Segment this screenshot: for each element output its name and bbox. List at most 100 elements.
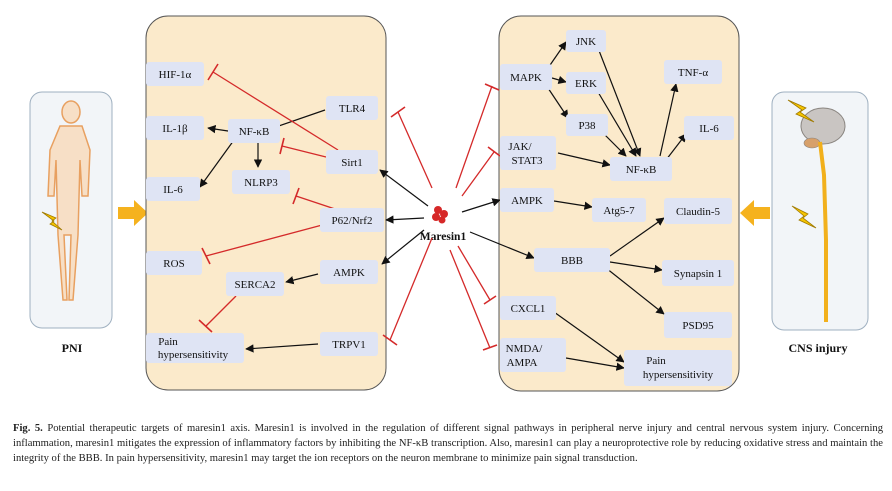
node-trpv1: [320, 332, 378, 356]
node-tlr4: [326, 96, 378, 120]
node-erk: [566, 72, 606, 94]
node-jak: [500, 136, 556, 170]
node-pain-right-label1: Pain: [646, 355, 666, 367]
node-tlr4-label: TLR4: [339, 103, 366, 115]
cns-label: CNS injury: [788, 341, 847, 355]
node-il6-left: [146, 177, 200, 201]
lightning-icon: [787, 99, 815, 123]
edge-erk-nfkb: [597, 91, 637, 157]
node-claudin: [664, 198, 732, 224]
brain-spine-icon: [800, 107, 846, 322]
edge-sirt1-hif: [212, 71, 339, 151]
node-psd95: [664, 312, 732, 338]
node-atg: [592, 198, 646, 222]
edge-mapk-p38: [547, 87, 569, 119]
edge-maresin-nmda: [449, 249, 491, 349]
node-il1b-label: IL-1β: [162, 123, 188, 135]
node-jak-label1: JAK/: [508, 141, 532, 153]
node-nfkb-left: [228, 119, 280, 143]
node-erk-label: ERK: [575, 78, 597, 90]
edge-maresin-jak: [461, 151, 495, 197]
node-psd95-label: PSD95: [682, 320, 714, 332]
node-pain-right: [624, 350, 732, 386]
right-nodes: JNK MAPK ERK TNF-α P38 IL-6 JAK/ STAT3 N…: [500, 30, 734, 386]
node-il6-right: [684, 116, 734, 140]
pni-arrow: [118, 200, 148, 226]
node-bbb-label: BBB: [561, 255, 583, 267]
node-jak-label2: STAT3: [512, 155, 543, 167]
node-il1b: [146, 116, 204, 140]
edge-mapk-jnk: [547, 41, 567, 69]
cns-box: [771, 91, 869, 331]
edge-mapk-erk: [551, 75, 567, 84]
edge-maresin-tlr4: [397, 111, 433, 189]
node-nlrp3-label: NLRP3: [244, 177, 278, 189]
human-body-icon: [47, 100, 91, 301]
node-tnfa-label: TNF-α: [678, 67, 708, 79]
edge-nmda-pain: [565, 357, 625, 371]
maresin1-pathway-diagram: PNI CNS injury Maresin1: [29, 15, 869, 392]
node-ampk-right-label: AMPK: [511, 195, 543, 207]
node-hif: [146, 62, 204, 86]
node-nmda-label2: AMPA: [507, 357, 538, 369]
left-nodes: HIF-1α IL-1β NF-κB TLR4 Sirt1 IL-6 NLRP3…: [146, 62, 384, 363]
node-ros-label: ROS: [163, 258, 184, 270]
node-nmda: [500, 338, 566, 372]
edge-maresin-p62: [385, 215, 425, 224]
node-serca2: [226, 272, 284, 296]
node-p38: [566, 114, 608, 136]
edge-maresin-sirt1: [379, 169, 429, 207]
edge-p62-ros: [205, 223, 327, 257]
edge-maresin-ampk-right: [461, 198, 501, 213]
node-nmda-label1: NMDA/: [506, 343, 544, 355]
node-pain-left: [146, 333, 244, 363]
edge-p62-nlrp3: [295, 195, 339, 211]
edge-maresin-cxcl1: [457, 245, 491, 301]
edge-maresin-ampk-left: [381, 229, 425, 265]
node-pain-right-label2: hypersensitivity: [643, 369, 714, 381]
node-nfkb-right-label: NF-κB: [626, 164, 657, 176]
node-nlrp3: [232, 170, 290, 194]
node-mapk: [500, 64, 552, 90]
edge-ampk-serca2: [285, 273, 319, 285]
cns-arrow: [740, 200, 770, 226]
node-il6-left-label: IL-6: [163, 184, 183, 196]
node-hif-label: HIF-1α: [159, 69, 192, 81]
edge-nfkb-tnfa: [659, 83, 679, 157]
edge-maresin-trpv1: [389, 237, 433, 341]
caption-label: Fig. 5.: [13, 423, 43, 434]
node-pain-left-label1: Pain: [158, 336, 178, 348]
node-p62: [320, 208, 384, 232]
node-ampk-left: [320, 260, 378, 284]
node-jnk: [566, 30, 606, 52]
node-mapk-label: MAPK: [510, 72, 542, 84]
node-cxcl1: [500, 296, 556, 320]
node-atg-label: Atg5-7: [603, 205, 635, 217]
edge-cxcl1-pain: [553, 311, 625, 363]
edge-nfkb-il6: [199, 139, 235, 188]
maresin1-molecule-icon: [432, 206, 448, 224]
node-tnfa: [664, 60, 722, 84]
edge-bbb-synapsin: [609, 261, 663, 274]
node-nfkb-right: [610, 157, 672, 181]
maresin1-label: Maresin1: [420, 231, 467, 243]
pni-label: PNI: [62, 341, 83, 355]
edge-jak-nfkb: [557, 152, 611, 168]
node-sirt1: [326, 150, 378, 174]
node-sirt1-label: Sirt1: [341, 157, 362, 169]
edge-nfkb-il1b: [207, 124, 229, 134]
edge-ampk-atg: [553, 200, 593, 210]
edge-trpv1-pain: [245, 343, 319, 353]
edge-maresin-mapk: [455, 85, 493, 189]
node-claudin-label: Claudin-5: [676, 206, 720, 218]
edge-sirt1-nfkb: [281, 145, 327, 158]
node-ampk-left-label: AMPK: [333, 267, 365, 279]
node-jnk-label: JNK: [576, 36, 596, 48]
edge-serca2-pain: [205, 295, 237, 327]
node-trpv1-label: TRPV1: [332, 339, 366, 351]
edge-bbb-claudin: [609, 217, 665, 257]
node-bbb: [534, 248, 610, 272]
node-nfkb-left-label: NF-κB: [239, 126, 270, 138]
node-il6-right-label: IL-6: [699, 123, 719, 135]
node-synapsin: [662, 260, 734, 286]
